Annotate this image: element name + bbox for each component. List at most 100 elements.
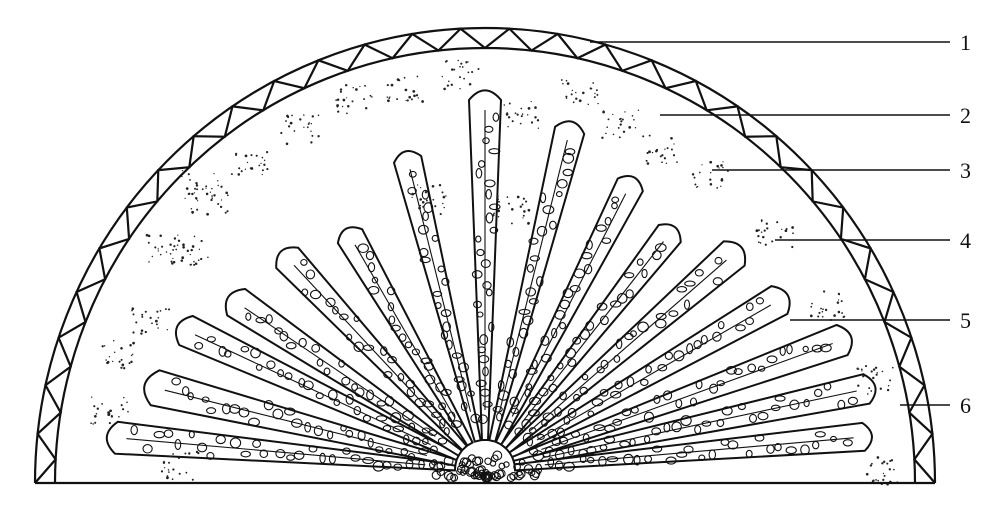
stipple-dot	[537, 127, 540, 129]
stipple-cluster	[441, 59, 480, 91]
stipple-dot	[596, 93, 599, 96]
stipple-dot	[602, 110, 605, 114]
center-cell	[450, 473, 459, 482]
stipple-cluster	[809, 290, 846, 321]
stipple-dot	[147, 234, 151, 238]
stipple-cluster	[230, 151, 269, 176]
cell-vesicle	[570, 430, 581, 438]
lobe-midline	[354, 244, 456, 419]
cell-vesicle	[580, 252, 593, 260]
stipple-dot	[206, 212, 209, 216]
stipple-dot	[185, 187, 189, 190]
cell-vesicle	[643, 435, 651, 444]
stipple-dot	[118, 415, 120, 418]
cell-vesicle	[432, 290, 443, 297]
cell-vesicle	[624, 272, 635, 279]
stipple-dot	[213, 194, 216, 197]
cell-vesicle	[485, 189, 492, 200]
stipple-dot	[881, 462, 884, 465]
stipple-dot	[121, 364, 124, 367]
cell-vesicle	[382, 425, 392, 432]
cell-vesicle	[450, 420, 462, 429]
outer-arc	[33, 26, 937, 484]
stipple-dot	[510, 222, 513, 225]
stipple-dot	[386, 84, 389, 87]
stipple-dot	[511, 208, 514, 211]
label-group-4: 4	[775, 228, 971, 253]
cell-vesicle	[684, 280, 696, 287]
stipple-dot	[211, 195, 213, 197]
stipple-dot	[869, 464, 873, 467]
cell-vesicle	[583, 264, 593, 275]
stipple-dot	[177, 456, 181, 459]
lobe-midline	[541, 342, 833, 451]
stipple-dot	[887, 385, 890, 387]
stipple-dot	[172, 257, 174, 260]
stipple-dot	[575, 97, 578, 100]
cell-vesicle	[721, 406, 733, 416]
cell-vesicle	[512, 346, 520, 357]
stipple-dot	[411, 196, 413, 199]
cell-vesicle	[421, 427, 431, 434]
cell-vesicle	[284, 407, 296, 416]
cell-vesicle	[473, 300, 482, 309]
cell-vesicle	[651, 445, 663, 453]
cell-vesicle	[390, 324, 401, 332]
stipple-dot	[522, 197, 525, 200]
stipple-dot	[720, 185, 722, 187]
cell-vesicle	[417, 224, 429, 235]
stipple-dot	[507, 116, 511, 119]
stipple-dot	[861, 370, 863, 372]
cell-vesicle	[614, 380, 623, 390]
cell-vesicle	[615, 338, 623, 350]
stipple-dot	[645, 159, 648, 162]
stipple-dot	[709, 171, 712, 174]
stipple-dot	[347, 104, 350, 108]
stipple-dot	[123, 396, 125, 399]
stipple-dot	[159, 310, 162, 312]
cell-vesicle	[596, 366, 605, 374]
lobe-outline	[143, 369, 458, 467]
cell-vesicle	[689, 397, 698, 407]
stipple-dot	[165, 251, 168, 253]
stipple-dot	[291, 114, 293, 117]
cell-vesicle	[683, 445, 694, 454]
lobe-midline	[511, 193, 627, 417]
cell-vesicle	[528, 298, 539, 305]
center-cell	[494, 469, 505, 480]
stipple-dot	[311, 134, 314, 137]
cell-vesicle	[393, 463, 403, 471]
stipple-dot	[419, 204, 422, 207]
cell-vesicle	[559, 299, 571, 310]
cell-vesicle	[526, 264, 534, 273]
center-cell	[472, 456, 482, 466]
stipple-dot	[246, 161, 249, 164]
stipple-dot	[443, 206, 445, 209]
stipple-dot	[387, 99, 390, 103]
stipple-dot	[191, 212, 194, 214]
cell-vesicle	[610, 390, 622, 399]
stipple-dot	[493, 212, 495, 215]
cell-vesicle	[458, 362, 469, 373]
center-cell	[528, 468, 536, 477]
cell-vesicle	[604, 216, 612, 226]
stipple-dot	[240, 170, 243, 173]
stipple-dot	[673, 143, 675, 145]
stipple-dot	[877, 479, 879, 482]
cell-vesicle	[757, 365, 766, 372]
stipple-dot	[224, 211, 227, 214]
cell-vesicle	[539, 192, 547, 204]
stipple-dot	[422, 205, 425, 208]
center-cell	[489, 460, 497, 467]
cell-vesicle	[755, 297, 765, 305]
cell-vesicle	[340, 424, 347, 432]
stipple-dot	[566, 82, 570, 85]
stipple-dot	[157, 250, 159, 252]
cell-vesicle	[266, 360, 276, 370]
cell-vesicle	[345, 393, 354, 405]
stipple-dot	[195, 198, 198, 200]
stipple-dot	[459, 76, 461, 79]
label-group-6: 6	[900, 393, 971, 418]
cell-vesicle	[224, 350, 232, 358]
stipple-dot	[875, 373, 878, 376]
